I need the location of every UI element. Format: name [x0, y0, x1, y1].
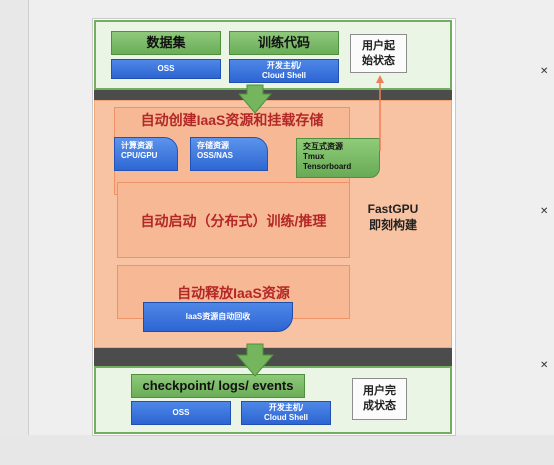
top-divider-band — [94, 90, 452, 100]
auto-create-title: 自动创建IaaS资源和挂载存储 — [140, 112, 324, 128]
interactive-resource-tag: 交互式资源 Tmux Tensorboard — [296, 138, 380, 178]
side-bullet-2: ✕ — [540, 206, 549, 217]
interactive-line3: Tensorboard — [303, 162, 352, 171]
dev-host-bottom-box: 开发主机/ Cloud Shell — [241, 401, 331, 425]
storage-line1: 存储资源 — [197, 141, 229, 150]
oss-bottom-box: OSS — [131, 401, 231, 425]
fastgpu-workflow-diagram: 数据集 训练代码 OSS 开发主机/ Cloud Shell 用户起 始状态 自… — [92, 18, 456, 436]
user-done-state-box: 用户完 成状态 — [352, 378, 407, 420]
outputs-box: checkpoint/ logs/ events — [131, 374, 305, 398]
dev-host-bottom-line2: Cloud Shell — [264, 413, 308, 422]
dev-host-top-line1: 开发主机/ — [266, 61, 302, 70]
auto-reclaim-tag: IaaS资源自动回收 — [143, 302, 293, 332]
dataset-box: 数据集 — [111, 31, 221, 55]
compute-line2: CPU/GPU — [121, 151, 158, 160]
auto-launch-title: 自动启动（分布式）训练/推理 — [140, 213, 327, 229]
left-margin-strip — [0, 0, 29, 465]
oss-bottom-label: OSS — [172, 408, 190, 417]
fastgpu-label: FastGPU 即刻构建 — [367, 202, 419, 232]
side-bullet-1: ✕ — [540, 66, 549, 77]
auto-release-title: 自动释放IaaS资源 — [177, 285, 290, 301]
bottom-divider-band — [94, 348, 452, 366]
storage-line2: OSS/NAS — [197, 151, 234, 160]
interactive-line1: 交互式资源 — [303, 142, 343, 151]
storage-resource-tag: 存储资源 OSS/NAS — [190, 137, 268, 171]
training-code-box: 训练代码 — [229, 31, 339, 55]
user-start-state-box: 用户起 始状态 — [350, 34, 407, 73]
bottom-margin-strip — [0, 435, 554, 465]
auto-launch-stage: 自动启动（分布式）训练/推理 — [117, 182, 350, 258]
compute-line1: 计算资源 — [121, 141, 153, 150]
dev-host-top-line2: Cloud Shell — [262, 71, 306, 80]
side-bullet-3: ✕ — [540, 360, 549, 371]
oss-top-box: OSS — [111, 59, 221, 79]
oss-top-label: OSS — [157, 64, 175, 73]
dev-host-bottom-line1: 开发主机/ — [268, 403, 304, 412]
dev-host-top-box: 开发主机/ Cloud Shell — [229, 59, 339, 83]
interactive-line2: Tmux — [303, 152, 325, 161]
compute-resource-tag: 计算资源 CPU/GPU — [114, 137, 178, 171]
